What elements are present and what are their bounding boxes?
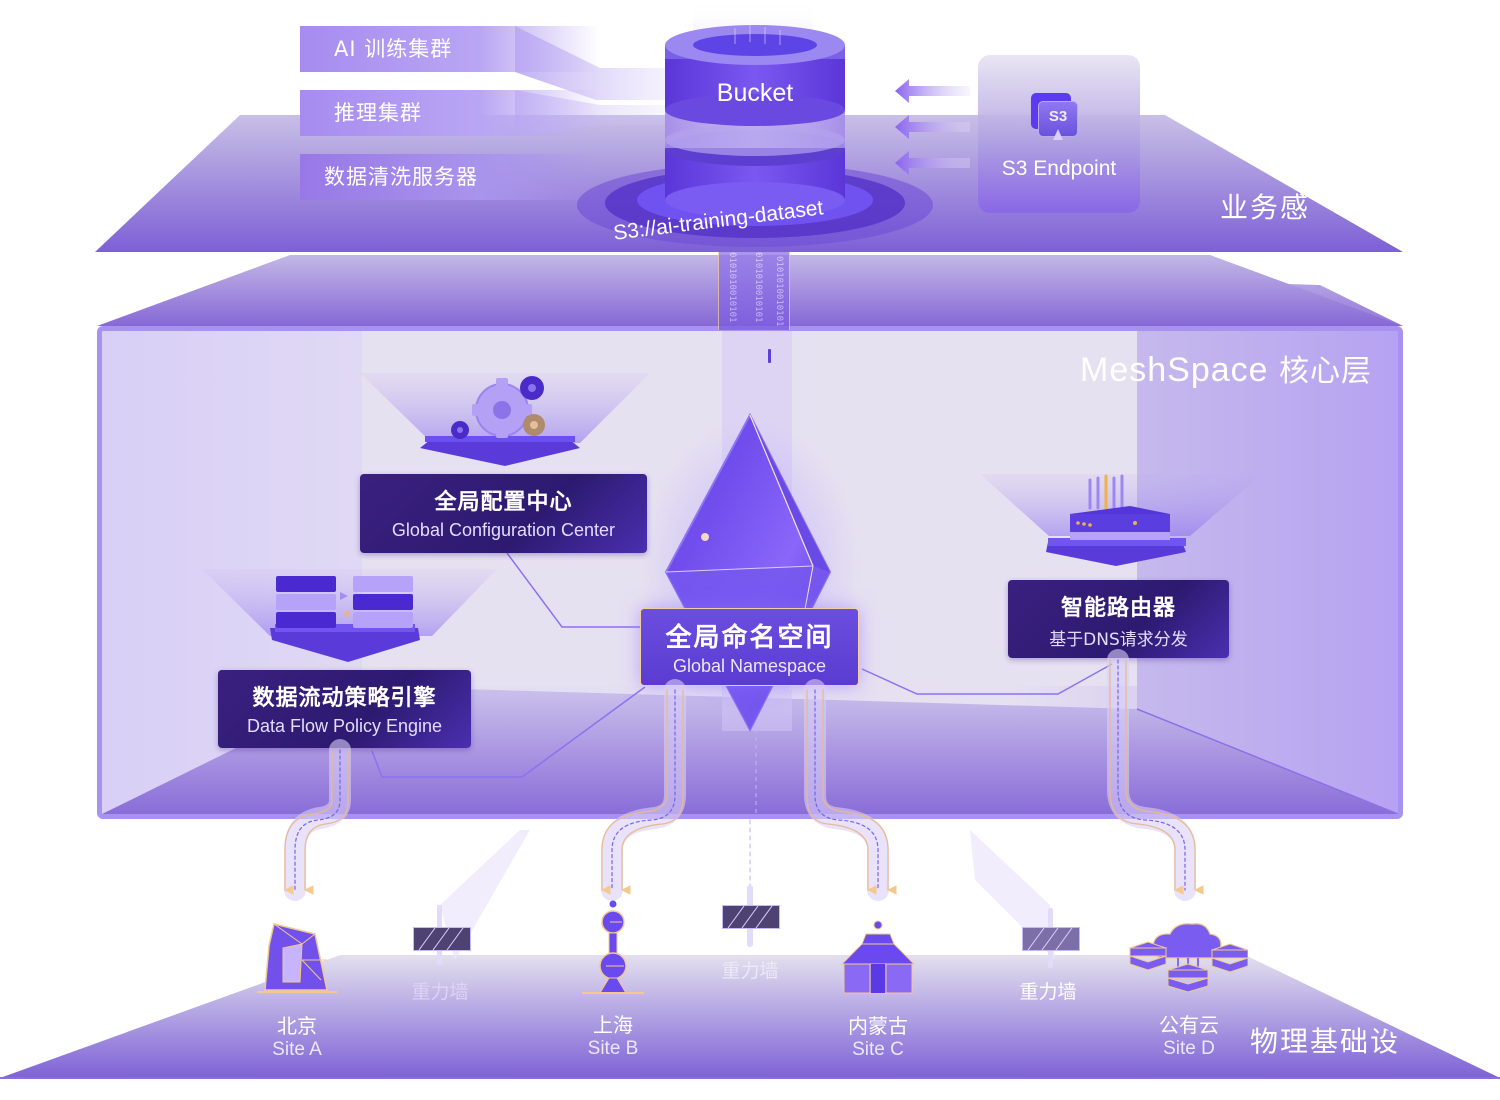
business-layer-label-wrap: 业务感 bbox=[1220, 186, 1410, 226]
gravity-wall-label: 重力墙 bbox=[721, 960, 779, 982]
site-inner-mongolia: 内蒙古 Site C bbox=[808, 1010, 948, 1061]
s3-icon-pointer bbox=[1053, 129, 1063, 140]
site-beijing: 北京 Site A bbox=[227, 1010, 367, 1061]
site-shanghai: 上海 Site B bbox=[543, 1009, 683, 1060]
bucket-cylinder-icon[interactable] bbox=[575, 0, 935, 260]
site-name-cn: 上海 bbox=[593, 1013, 633, 1037]
gravity-wall-label: 重力墙 bbox=[411, 981, 469, 1003]
site-name-cn: 公有云 bbox=[1159, 1013, 1219, 1037]
site-name-cn: 北京 bbox=[277, 1014, 317, 1038]
site-name-en: Site D bbox=[1163, 1038, 1215, 1059]
data-stream-column: 0101010010101 0101010010101 010101001010… bbox=[718, 252, 790, 330]
shanghai-landmark-icon[interactable] bbox=[580, 898, 646, 996]
policy-engine-title: 数据流动策略引擎 bbox=[252, 686, 437, 711]
core-layer-title: MeshSpace 核心层 bbox=[1080, 346, 1372, 390]
source-label: 推理集群 bbox=[334, 101, 422, 125]
router-icon bbox=[1046, 474, 1186, 566]
binary-text: 0101010010101 bbox=[774, 256, 784, 327]
storage-sync-icon bbox=[270, 576, 420, 662]
beijing-landmark-icon[interactable] bbox=[257, 920, 337, 996]
site-name-en: Site A bbox=[272, 1039, 322, 1060]
bucket-label: Bucket bbox=[716, 79, 794, 107]
source-data-cleaning-server: 数据清洗服务器 bbox=[300, 154, 600, 200]
smart-router-node[interactable]: 智能路由器 基于DNS请求分发 bbox=[1008, 580, 1229, 658]
physical-plane bbox=[0, 955, 1500, 1078]
inner-mongolia-landmark-icon[interactable] bbox=[840, 920, 916, 996]
config-center-node[interactable]: 全局配置中心 Global Configuration Center bbox=[360, 474, 647, 553]
arrow-left-icon bbox=[895, 79, 970, 103]
gravity-wall-icon bbox=[413, 927, 471, 951]
physical-layer-label: 物理基础设 bbox=[1250, 1025, 1401, 1058]
gravity-wall-icon bbox=[722, 905, 780, 929]
global-namespace-node[interactable]: 全局命名空间 Global Namespace bbox=[640, 608, 859, 686]
arrow-left-icon bbox=[895, 115, 970, 139]
binary-text: 0101010010101 bbox=[727, 252, 737, 323]
site-name-en: Site C bbox=[852, 1039, 904, 1060]
smart-router-subtitle: 基于DNS请求分发 bbox=[1049, 630, 1188, 650]
core-title-suffix: 核心层 bbox=[1279, 354, 1372, 389]
source-connectors bbox=[515, 26, 680, 136]
s3-endpoint-card[interactable]: S3 S3 Endpoint bbox=[978, 55, 1140, 213]
gears-icon bbox=[420, 376, 580, 466]
site-name-en: Site B bbox=[587, 1038, 639, 1059]
site-name-cn: 内蒙古 bbox=[848, 1014, 908, 1038]
public-cloud-icon[interactable] bbox=[1128, 918, 1248, 998]
global-namespace-subtitle: Global Namespace bbox=[672, 656, 827, 676]
arrow-left-icon bbox=[895, 151, 970, 175]
policy-engine-subtitle: Data Flow Policy Engine bbox=[246, 716, 443, 736]
business-layer-label: 业务感 bbox=[1220, 191, 1311, 224]
site-public-cloud: 公有云 Site D bbox=[1119, 1009, 1259, 1060]
core-title-brand: MeshSpace bbox=[1080, 351, 1269, 389]
s3-endpoint-label: S3 Endpoint bbox=[1001, 157, 1117, 180]
physical-layer-label-wrap: 物理基础设 bbox=[1250, 1020, 1450, 1064]
gravity-wall-icon bbox=[1022, 927, 1080, 951]
config-center-title: 全局配置中心 bbox=[434, 490, 573, 515]
source-label: AI 训练集群 bbox=[334, 37, 453, 61]
source-label: 数据清洗服务器 bbox=[324, 165, 478, 189]
config-center-subtitle: Global Configuration Center bbox=[391, 520, 616, 540]
gravity-wall-label: 重力墙 bbox=[1019, 981, 1077, 1003]
smart-router-title: 智能路由器 bbox=[1060, 596, 1176, 621]
global-namespace-title: 全局命名空间 bbox=[665, 623, 834, 653]
policy-engine-node[interactable]: 数据流动策略引擎 Data Flow Policy Engine bbox=[218, 670, 471, 748]
binary-text: 0101010010101 bbox=[753, 252, 763, 323]
